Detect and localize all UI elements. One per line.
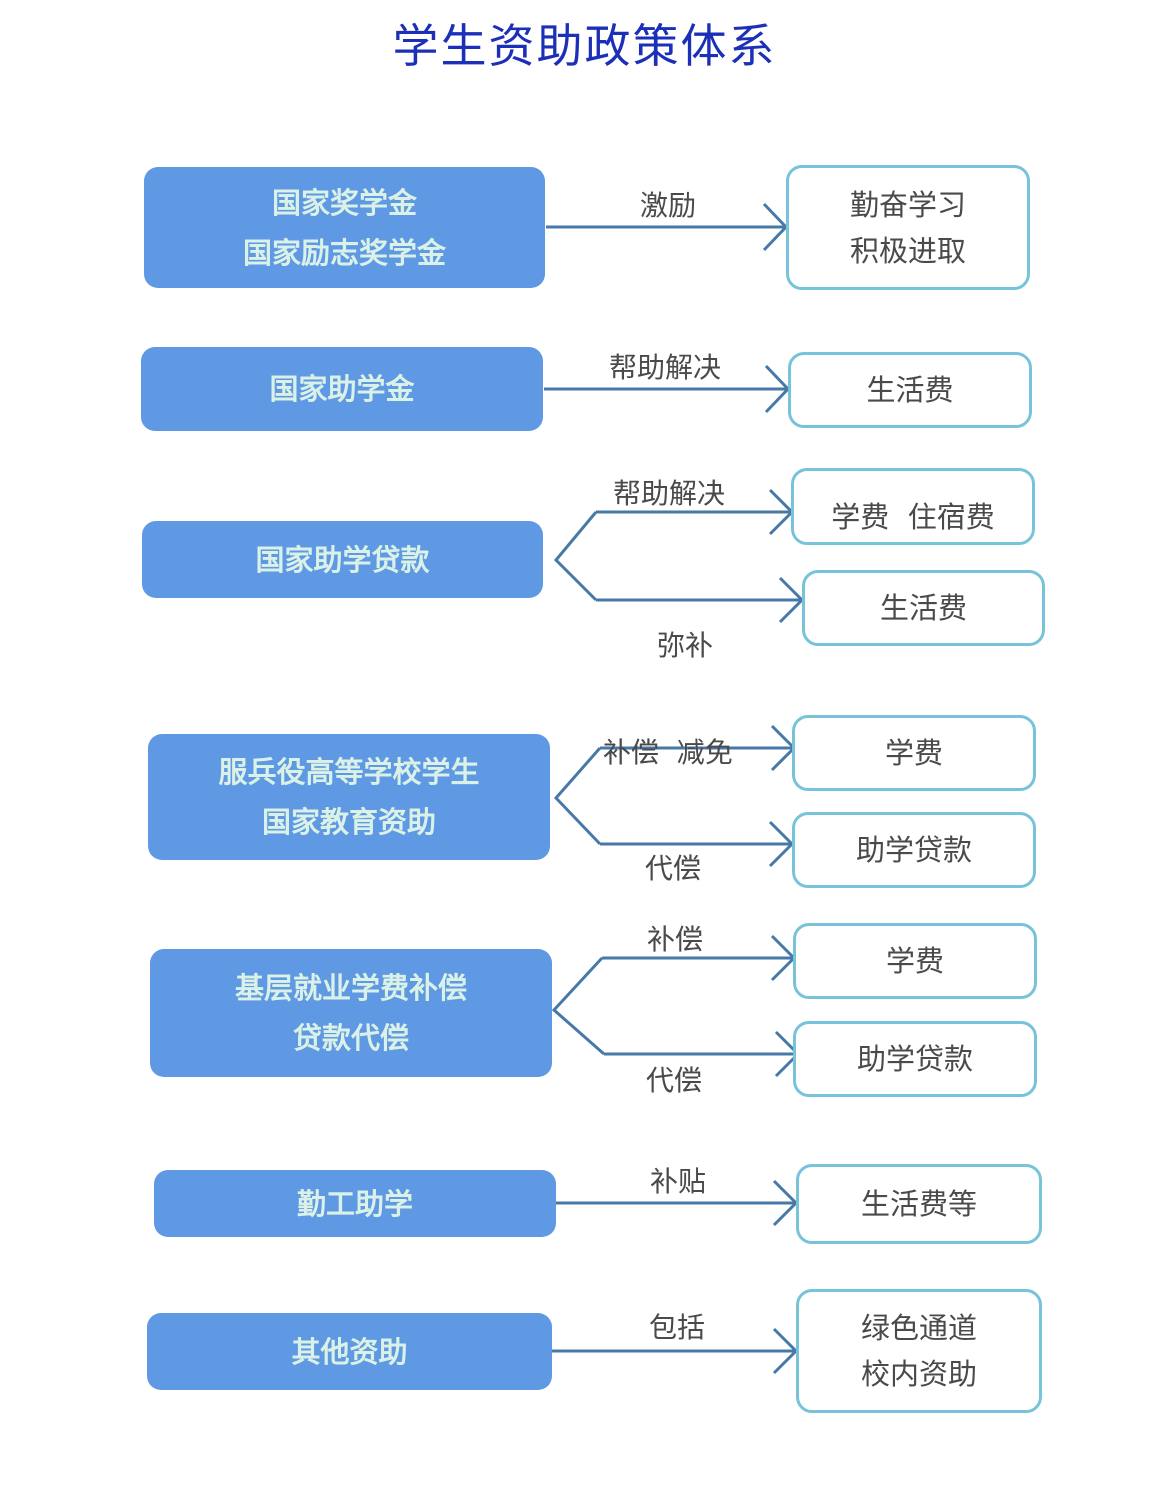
target-box: 勤奋学习 积极进取	[786, 165, 1030, 290]
target-label: 生活费	[879, 591, 967, 625]
link-label: 补贴	[650, 1165, 707, 1198]
source-label: 勤工助学	[296, 1186, 413, 1221]
target-label: 助学贷款	[856, 1042, 973, 1076]
source-label: 国家教育资助	[261, 805, 436, 839]
arrow-branch	[553, 747, 602, 846]
target-label: 助学贷款	[855, 833, 972, 867]
target-label: 勤奋学习	[849, 187, 966, 222]
target-box: 生活费等	[796, 1164, 1042, 1244]
source-box-military-service-aid: 服兵役高等学校学生 国家教育资助	[148, 734, 550, 860]
target-box: 生活费	[802, 570, 1045, 646]
source-label: 国家助学金	[269, 372, 415, 406]
source-label: 国家奖学金	[271, 185, 417, 220]
source-label: 国家助学贷款	[255, 542, 430, 577]
target-label: 学费	[885, 944, 944, 978]
link-label: 补偿	[647, 923, 704, 956]
link-label: 补偿 减免	[603, 736, 733, 769]
target-box: 助学贷款	[793, 1021, 1037, 1097]
target-box: 学费 住宿费	[791, 468, 1035, 545]
target-box: 助学贷款	[792, 812, 1036, 888]
target-label: 积极进取	[849, 233, 966, 268]
link-label: 代偿	[646, 1064, 703, 1097]
page-title: 学生资助政策体系	[392, 19, 777, 73]
target-label: 学费	[884, 736, 943, 770]
link-label: 包括	[649, 1311, 706, 1344]
target-label: 学费 住宿费	[831, 500, 995, 534]
target-label: 生活费等	[860, 1187, 977, 1221]
source-box-grassroots-employment: 基层就业学费补偿 贷款代偿	[150, 949, 552, 1077]
target-box: 生活费	[788, 352, 1032, 428]
target-label: 生活费	[866, 373, 954, 407]
link-label: 帮助解决	[609, 351, 722, 384]
link-label: 激励	[640, 189, 697, 222]
source-label: 贷款代偿	[292, 1021, 409, 1055]
source-label: 基层就业学费补偿	[234, 971, 467, 1005]
source-box-student-loan: 国家助学贷款	[142, 521, 543, 598]
arrow-branch	[551, 956, 605, 1056]
source-box-other-aid: 其他资助	[147, 1313, 552, 1390]
target-label: 校内资助	[860, 1357, 977, 1391]
target-box: 学费	[792, 715, 1036, 791]
target-label: 绿色通道	[860, 1311, 977, 1345]
target-box: 学费	[793, 923, 1037, 999]
link-label: 代偿	[645, 852, 702, 885]
source-box-national-grant: 国家助学金	[141, 347, 543, 431]
target-box: 绿色通道 校内资助	[796, 1289, 1042, 1413]
source-label: 其他资助	[291, 1334, 408, 1369]
source-label: 服兵役高等学校学生	[218, 755, 480, 789]
link-label: 帮助解决	[613, 477, 726, 510]
source-box-work-study: 勤工助学	[154, 1170, 556, 1237]
arrow-branch	[553, 511, 598, 602]
source-box-national-scholarship: 国家奖学金 国家励志奖学金	[144, 167, 545, 288]
source-label: 国家励志奖学金	[242, 235, 446, 270]
link-label: 弥补	[657, 629, 714, 662]
